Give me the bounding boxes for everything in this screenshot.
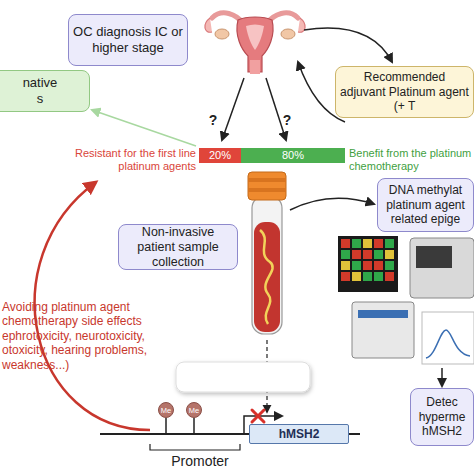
side-effect-note: Avoiding platinum agent chemotherapy sid… <box>2 300 162 372</box>
cap-ridge <box>248 188 286 192</box>
dna-strand <box>260 230 273 324</box>
node-text: Detec hyperme hMSH2 <box>415 395 469 438</box>
microarray-spots <box>341 239 394 281</box>
process-box: Recommended adjuvant Platinum agent (+ T <box>335 66 474 118</box>
ovary <box>215 29 229 39</box>
cap-ridge <box>248 178 286 182</box>
question-arrow <box>222 78 244 140</box>
node-text: hMSH2 <box>279 427 320 441</box>
uterus-illustration <box>205 13 305 74</box>
question-arrow <box>266 78 286 140</box>
uterus-cavity <box>246 25 264 51</box>
methyl-stem <box>165 418 167 434</box>
promoter-bracket <box>150 444 240 450</box>
node-text: 80% <box>282 149 304 162</box>
methyl-circle: Me <box>158 402 174 418</box>
process-box: Non-invasive patient sample collection <box>118 224 238 270</box>
alternative-arrow <box>92 110 196 146</box>
treatment-arrow <box>304 28 392 62</box>
methyl-stem <box>193 418 195 434</box>
methyl-circle: Me <box>186 402 202 418</box>
node-text: 20% <box>209 149 231 162</box>
pcr-machine <box>352 302 414 358</box>
question-mark: ? <box>280 112 294 129</box>
empty-box <box>176 362 310 392</box>
region-label: Promoter <box>160 453 240 470</box>
lab-instruments <box>338 236 474 364</box>
blood-tube <box>248 172 286 334</box>
sequencer-screen <box>416 246 452 268</box>
plot-curve <box>426 330 470 358</box>
node-text: native s <box>20 75 60 106</box>
process-box: DNA methylat platinum agent related epig… <box>377 178 474 232</box>
outcome-note: Benefit from the platinum chemotherapy <box>349 147 474 173</box>
result-plot <box>422 312 474 364</box>
tube-glass <box>252 196 282 334</box>
outcome-note: Resistant for the first line platinum ag… <box>40 147 196 173</box>
detection-arrow <box>441 368 443 386</box>
analysis-arrow <box>290 198 374 210</box>
node-text: Me <box>161 406 171 415</box>
pcr-panel <box>358 310 408 318</box>
node-text: DNA methylat platinum agent related epig… <box>382 183 469 226</box>
ovary <box>281 29 295 39</box>
node-text: OC diagnosis IC or higher stage <box>73 24 183 55</box>
tube-cap <box>248 172 286 200</box>
percent-bar: 80% <box>241 148 345 163</box>
process-box: OC diagnosis IC or higher stage <box>68 14 188 66</box>
node-text: Me <box>189 406 199 415</box>
sequencer <box>410 238 474 298</box>
node-text: Recommended adjuvant Platinum agent (+ T <box>340 70 469 113</box>
microarray <box>338 236 398 292</box>
process-box: Detec hyperme hMSH2 <box>410 388 474 446</box>
question-mark: ? <box>206 112 220 129</box>
gene-box: hMSH2 <box>249 424 349 444</box>
process-box: native s <box>0 70 90 112</box>
block-cross <box>252 410 264 422</box>
percent-bar: 20% <box>199 148 241 163</box>
node-text: Non-invasive patient sample collection <box>123 225 233 270</box>
blood-fill <box>254 222 280 332</box>
cervix <box>250 60 260 74</box>
fimbria <box>205 18 212 32</box>
